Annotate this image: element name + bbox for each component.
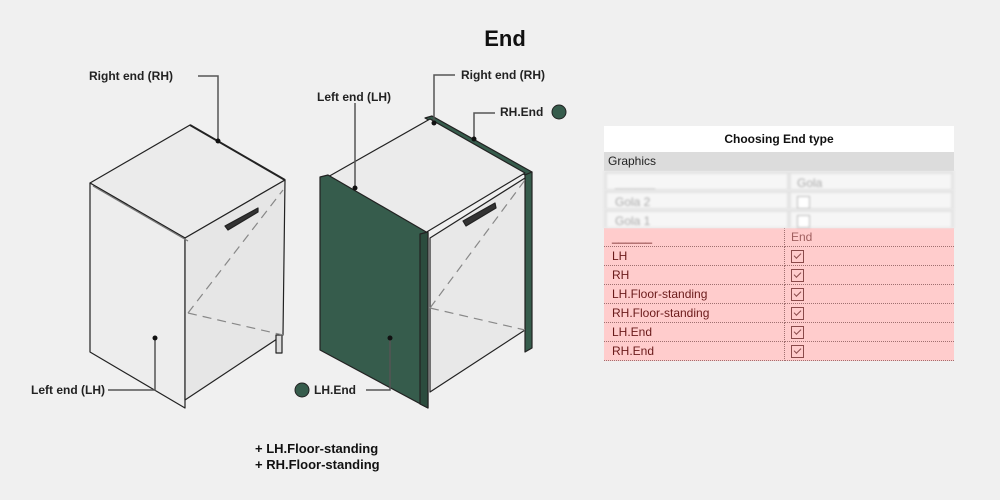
label-right-end: Right end (RH): [89, 69, 173, 83]
group-header: Graphics: [604, 152, 954, 171]
checkbox-lh-floor-standing[interactable]: [791, 288, 804, 301]
green-swatch-icon: [294, 382, 310, 398]
leader-dot: [387, 335, 393, 341]
checkbox[interactable]: [797, 196, 810, 209]
table-row: Gola 2: [604, 190, 954, 209]
leader-dot: [431, 120, 437, 126]
left-cabinet: [89, 124, 286, 409]
label-rh-end: RH.End: [500, 105, 544, 119]
leader-dot: [215, 138, 221, 144]
checkbox[interactable]: [797, 215, 810, 228]
table-row: Gola 1: [604, 209, 954, 228]
right-cabinet: [319, 115, 533, 409]
checkbox-rh[interactable]: [791, 269, 804, 282]
table-row: LH.Floor-standing: [604, 285, 954, 304]
label-left-end: Left end (LH): [31, 383, 105, 397]
label-left-end: Left end (LH): [317, 90, 391, 104]
checkbox-rh-floor-standing[interactable]: [791, 307, 804, 320]
green-swatch-icon: [551, 104, 567, 120]
page-title: End: [484, 26, 526, 51]
leader-dot: [152, 335, 158, 341]
table-row: ______ Gola: [604, 171, 954, 190]
note-line: + RH.Floor-standing: [255, 457, 380, 472]
right-cabinet-leaders: [354, 74, 495, 391]
table-row: LH: [604, 247, 954, 266]
note-line: + LH.Floor-standing: [255, 441, 379, 456]
left-cabinet-leaders: [108, 75, 219, 391]
checkbox-lh[interactable]: [791, 250, 804, 263]
table-row: RH: [604, 266, 954, 285]
checkbox-rh-end[interactable]: [791, 345, 804, 358]
label-lh-end: LH.End: [314, 383, 356, 397]
panel-title: Choosing End type: [604, 126, 954, 152]
leader-dot: [352, 185, 358, 191]
floor-standing-note: + LH.Floor-standing + RH.Floor-standing: [255, 441, 380, 473]
leader-dot: [471, 136, 477, 142]
checkbox-lh-end[interactable]: [791, 326, 804, 339]
end-type-panel: Choosing End type Graphics ______ Gola G…: [604, 126, 954, 361]
table-row: RH.Floor-standing: [604, 304, 954, 323]
table-row: ______ End: [604, 228, 954, 247]
table-row: RH.End: [604, 342, 954, 361]
label-right-end: Right end (RH): [461, 68, 545, 82]
table-row: LH.End: [604, 323, 954, 342]
